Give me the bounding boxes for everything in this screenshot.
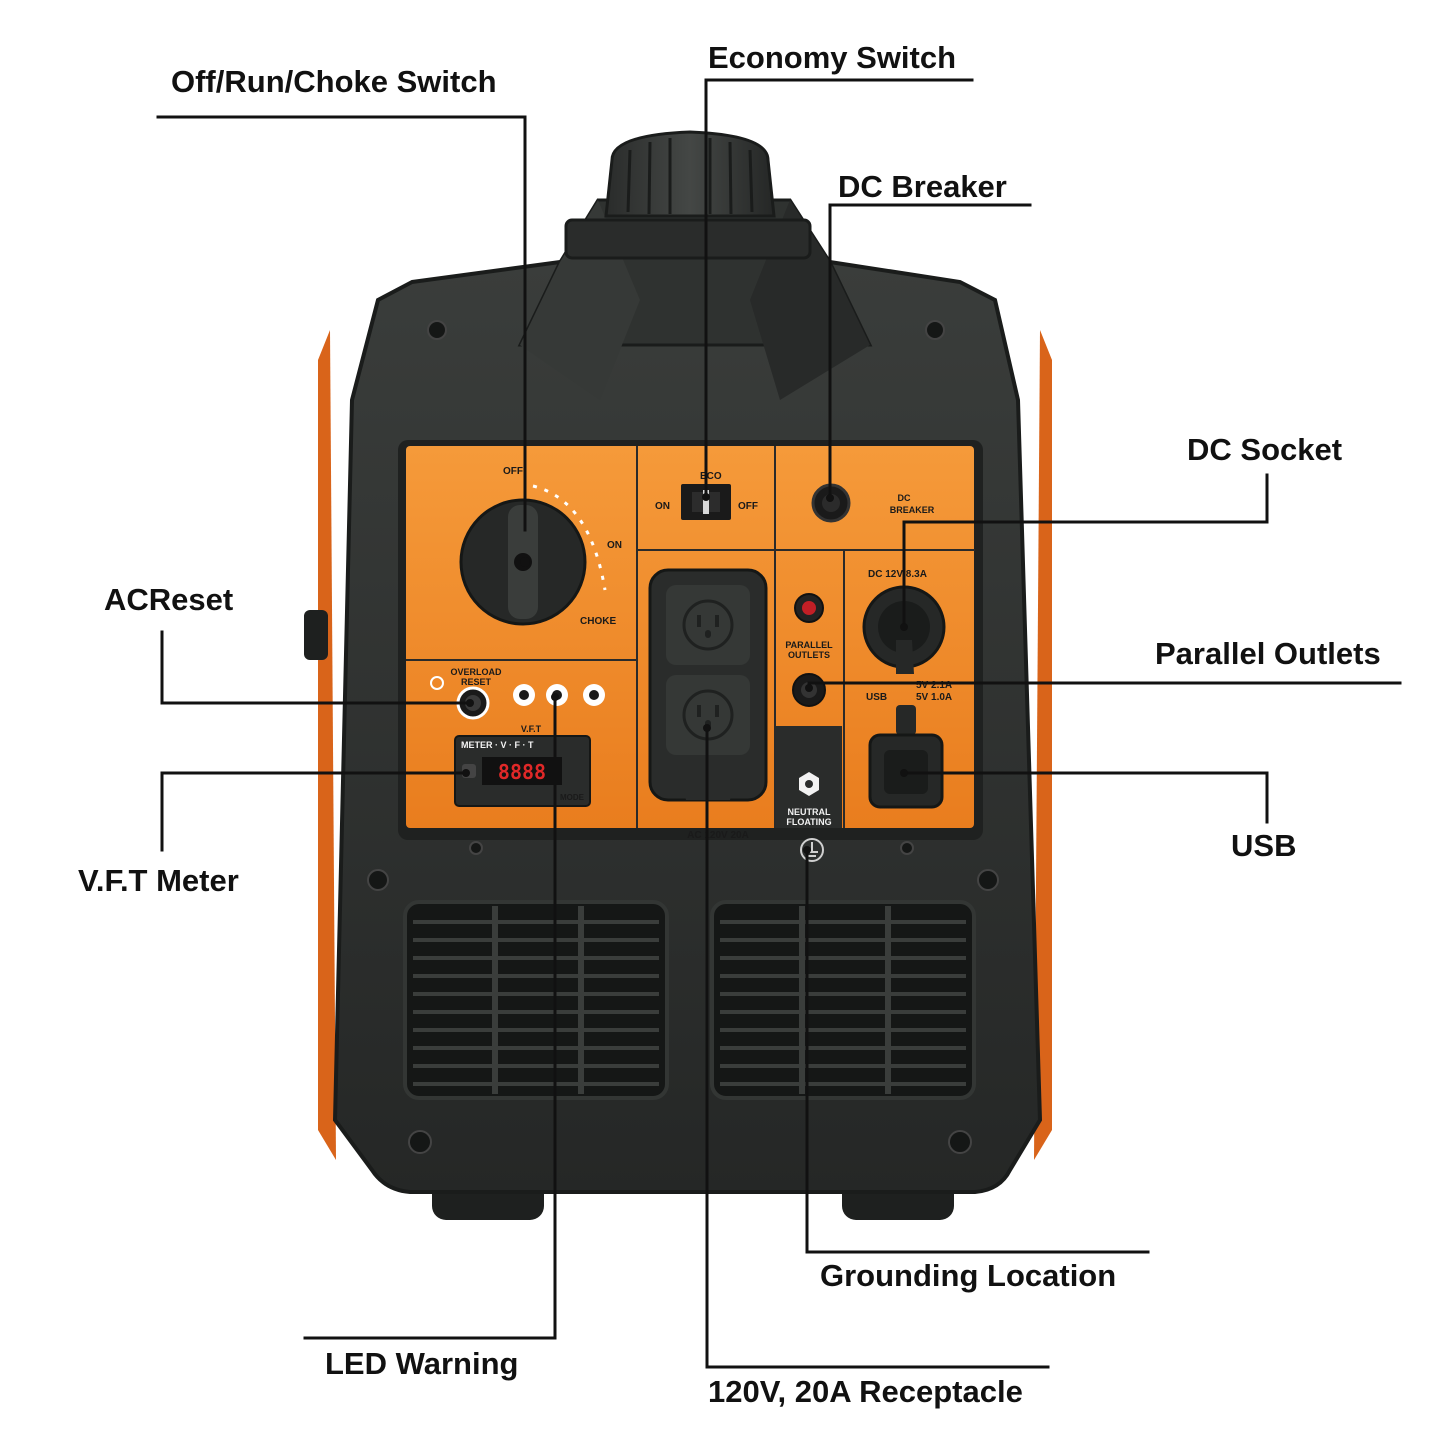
ac-receptacle[interactable] [648,568,768,802]
leader-economy-switch [704,78,974,499]
dc-breaker-label-2: BREAKER [890,505,935,515]
cap-collar [564,218,812,260]
neutral-label-2: FLOATING [786,817,831,827]
led-warning-indicators [513,684,605,706]
meter-mode-label: MODE [560,793,585,802]
eco-off-label: OFF [738,501,758,512]
side-handle [304,610,328,660]
leader-lines [156,78,1402,1369]
overload-label-1: OVERLOAD [450,667,502,677]
leader-off-run-choke [156,115,527,532]
screw-icon [900,841,914,855]
label-usb: USB [1231,828,1297,863]
leader-dc-breaker [828,203,1032,495]
dc-rating-label: DC 12V 8.3A [868,569,927,580]
screw-icon [408,1130,432,1154]
side-shell-right [1034,330,1052,1160]
screw-icon [367,869,389,891]
label-off-run-choke-switch: Off/Run/Choke Switch [171,64,497,99]
label-parallel-outlets: Parallel Outlets [1155,636,1381,671]
meter-header: METER · V · F · T [461,740,534,750]
knob-off-label: OFF [503,466,523,477]
label-led-warning: LED Warning [325,1346,519,1381]
neutral-label-1: NEUTRAL [788,807,831,817]
usb-rating-2: 5V 1.0A [916,692,952,703]
label-receptacle: 120V, 20A Receptacle [708,1374,1023,1409]
leader-dots [462,493,908,854]
leader-ac-reset [160,630,472,705]
leader-receptacle [705,726,1050,1369]
meter-display: 8888 [498,760,546,784]
economy-switch[interactable] [681,484,731,520]
leader-led-warning [303,695,557,1340]
parallel-label-1: PARALLEL [785,640,833,650]
reset-icon [430,676,444,690]
eco-label: ECO [700,471,722,482]
knob-on-label: ON [607,540,622,551]
ac-rating-label: AC 120V 20A [687,830,749,841]
screw-icon [427,320,447,340]
vent-grille-left [403,900,669,1100]
overload-label-2: RESET [461,677,492,687]
parallel-label-2: OUTLETS [788,650,830,660]
knob-choke-label: CHOKE [580,616,616,627]
side-shell-left [318,330,336,1160]
screw-icon [469,841,483,855]
label-grounding-location: Grounding Location [820,1258,1117,1293]
label-vft-meter: V.F.T Meter [78,863,239,898]
label-dc-socket: DC Socket [1187,432,1343,467]
dc-breaker-label-1: DC [898,493,911,503]
vft-label: V.F.T [521,724,542,734]
label-ac-reset: ACReset [104,582,234,617]
eco-on-label: ON [655,501,670,512]
screw-icon [925,320,945,340]
leader-usb [902,771,1269,824]
usb-rating-1: 5V 2.1A [916,680,952,691]
screw-icon [977,869,999,891]
vent-grille-right [710,900,976,1100]
usb-panel-label: USB [866,692,887,703]
leader-vft-meter [160,771,468,852]
label-economy-switch: Economy Switch [708,40,957,75]
outlet-icon [682,599,734,651]
label-dc-breaker: DC Breaker [838,169,1007,204]
control-panel: OFF ON CHOKE ECO ON OFF DC BREAKER DC 12… [398,440,983,862]
screw-icon [948,1130,972,1154]
leader-grounding [805,848,1150,1254]
leader-dc-socket [902,473,1269,627]
parallel-outlet-red[interactable] [794,593,824,623]
fuel-cap [604,130,776,218]
